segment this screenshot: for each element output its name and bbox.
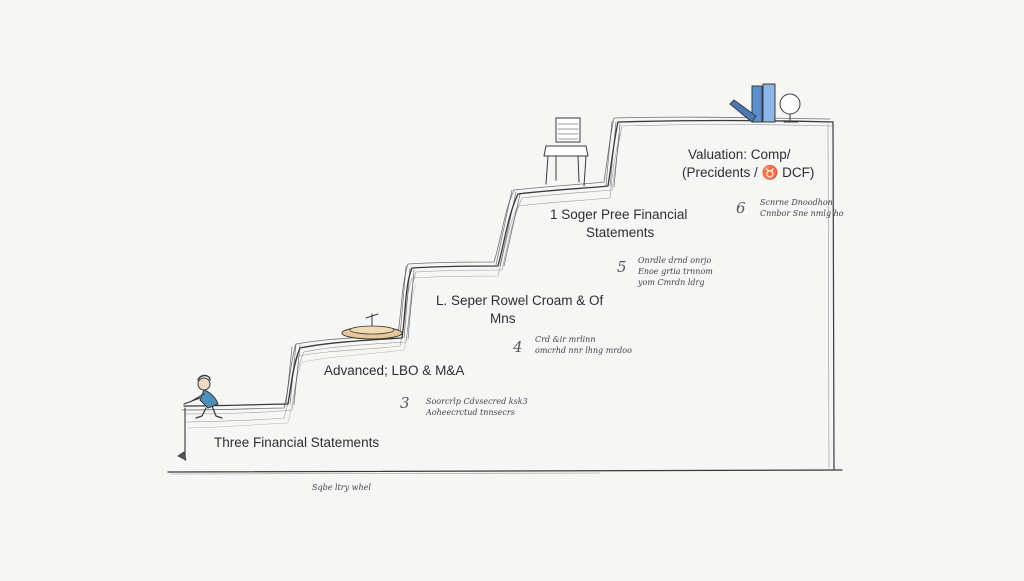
step-5-note: Scnrne Dnoodhon Cnnbor Sne nmlg ho xyxy=(760,198,844,218)
desk xyxy=(543,145,589,157)
signature: Sqbe ltry whel xyxy=(312,483,371,492)
step-2-number: 3 xyxy=(400,394,410,412)
step-4-number: 5 xyxy=(617,258,627,276)
person xyxy=(197,377,211,391)
step-2-label: Advanced; LBO & M&A xyxy=(324,363,465,378)
step-5-number: 6 xyxy=(736,199,746,217)
step-4-note: Onrdle drnd onrjo Enoe grtia trnnom yom … xyxy=(638,256,713,287)
ground-line xyxy=(167,469,843,473)
step-2-note: Soorcrlp Cdvsecred ksk3 Aoheecrctud tnns… xyxy=(426,397,528,417)
books xyxy=(751,85,763,123)
step-3-label: L. Seper Rowel Croam & Of Mns xyxy=(436,293,604,326)
right-wall xyxy=(832,121,835,471)
step-1-label: Three Financial Statements xyxy=(214,435,380,450)
step-3-note: Crd &ir mrlinn omcrhd nnr lhng mrdoo xyxy=(535,335,632,355)
step-5-label: Valuation: Comp/ (Precidents / ♉ DCF) xyxy=(682,147,815,180)
step-3-number: 4 xyxy=(513,338,523,356)
step-4-label: 1 Soger Pree Financial Statements xyxy=(550,207,688,240)
